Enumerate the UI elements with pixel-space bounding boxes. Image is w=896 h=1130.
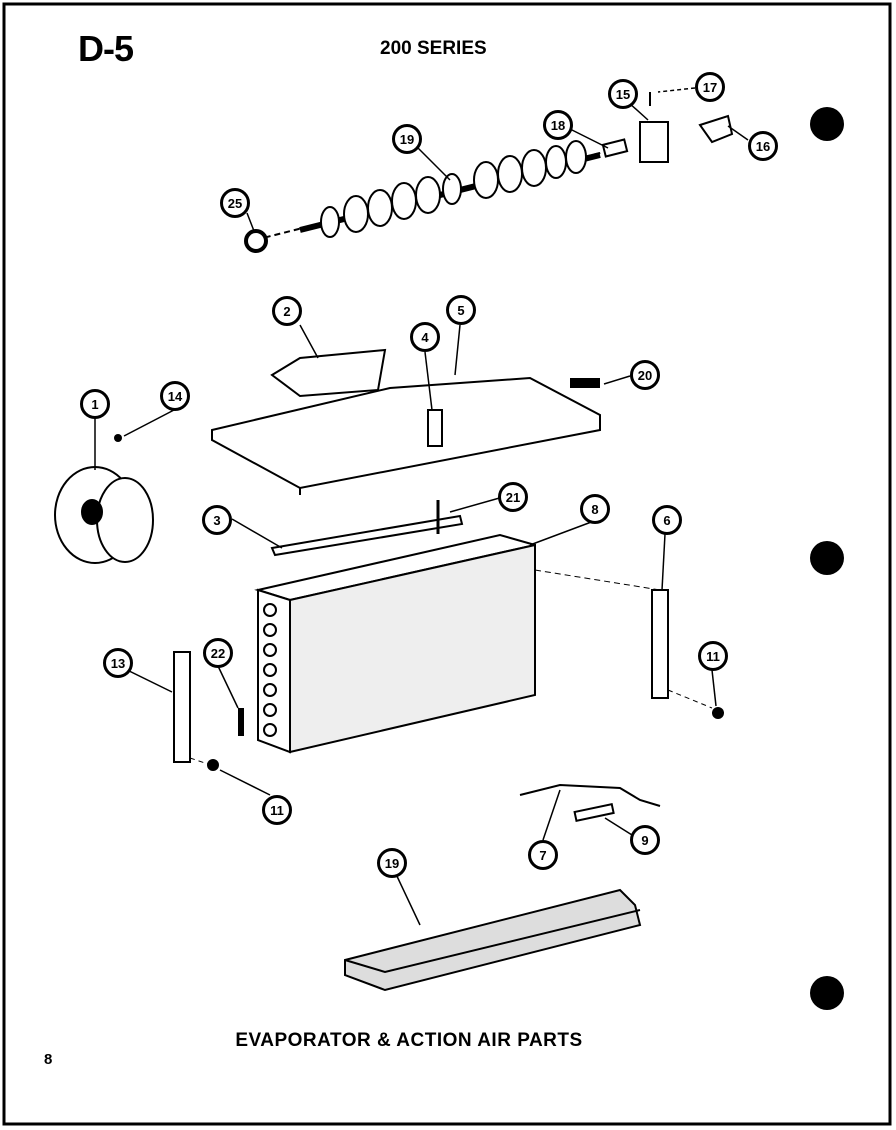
nut-11-left [207, 759, 219, 771]
diagram-code: D-5 [78, 28, 134, 69]
bracket-4 [427, 409, 443, 447]
callout-15: 15 [608, 79, 638, 109]
screw-14 [114, 434, 122, 442]
page-number: 8 [44, 1051, 53, 1068]
diagram-caption: EVAPORATOR & ACTION AIR PARTS [235, 1030, 583, 1051]
binder-hole-top [810, 107, 844, 141]
callout-8: 8 [580, 494, 610, 524]
callout-3: 3 [202, 505, 232, 535]
tube-9 [573, 802, 615, 823]
wire-harness-7 [519, 783, 661, 807]
callout-1: 1 [80, 389, 110, 419]
callout-9: 9 [630, 825, 660, 855]
side-bracket-13 [173, 651, 191, 763]
coupling-18 [601, 138, 629, 158]
side-bracket-6 [651, 589, 669, 699]
bearing-25 [244, 229, 268, 253]
callout-11-right: 11 [698, 641, 728, 671]
callout-13: 13 [103, 648, 133, 678]
top-cover-2 [270, 348, 387, 398]
condensate-pan-18 [344, 888, 642, 992]
callout-20: 20 [630, 360, 660, 390]
seal-strip-3 [270, 514, 464, 557]
bracket-15 [639, 121, 669, 163]
blower-wheel-1 [54, 466, 154, 564]
callout-11-left: 11 [262, 795, 292, 825]
strip-20 [570, 378, 600, 388]
callout-14: 14 [160, 381, 190, 411]
callout-5: 5 [446, 295, 476, 325]
callout-18: 18 [543, 110, 573, 140]
fan-shaft-assembly [244, 92, 734, 253]
nut-11-right [712, 707, 724, 719]
callout-22: 22 [203, 638, 233, 668]
base-panel-5 [211, 376, 601, 490]
leader-lines [94, 87, 749, 926]
callout-19-pan: 19 [377, 848, 407, 878]
callout-7: 7 [528, 840, 558, 870]
callout-16-top: 16 [748, 131, 778, 161]
callout-6: 6 [652, 505, 682, 535]
binder-hole-bottom [810, 976, 844, 1010]
clip-22 [238, 708, 244, 736]
callout-2: 2 [272, 296, 302, 326]
series-title: 200 SERIES [380, 38, 487, 59]
binder-hole-middle [810, 541, 844, 575]
callout-21: 21 [498, 482, 528, 512]
motor-mount-16 [698, 114, 734, 144]
callout-25: 25 [220, 188, 250, 218]
callout-17: 17 [695, 72, 725, 102]
evaporator-coil-8 [254, 533, 536, 754]
callout-4: 4 [410, 322, 440, 352]
callout-19: 19 [392, 124, 422, 154]
